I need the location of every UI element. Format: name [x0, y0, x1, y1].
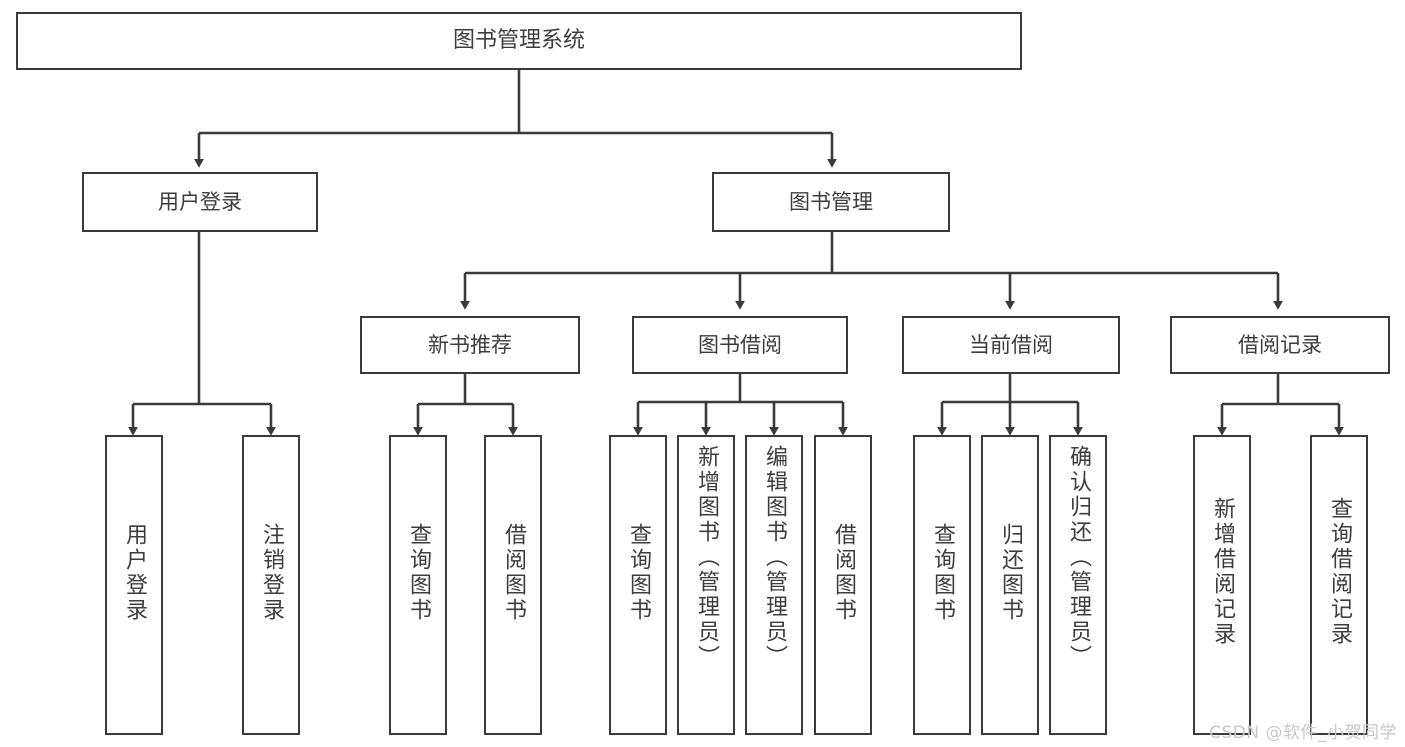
node-new-book-recommend[interactable]: 新书推荐	[360, 316, 580, 374]
node-label: 用户登录	[122, 523, 147, 623]
node-label: 图书管理系统	[452, 27, 585, 53]
node-label: 查询图书	[406, 523, 431, 623]
node-leaf-user-login-login[interactable]: 用户登录	[105, 435, 163, 735]
node-user-login[interactable]: 用户登录	[82, 172, 318, 232]
node-label: 查询图书	[930, 523, 955, 623]
node-label: 新增借阅记录	[1210, 497, 1235, 647]
node-label: 查询图书	[626, 523, 651, 623]
node-leaf-new-book-query[interactable]: 查询图书	[389, 435, 447, 735]
node-label: 归还图书	[998, 523, 1023, 623]
node-label: 图书借阅	[698, 332, 782, 357]
node-label: 借阅图书	[501, 523, 526, 623]
node-leaf-borrow-record-add[interactable]: 新增借阅记录	[1193, 435, 1251, 735]
node-book-borrow[interactable]: 图书借阅	[632, 316, 848, 374]
node-leaf-current-borrow-return[interactable]: 归还图书	[981, 435, 1039, 735]
node-label: 借阅记录	[1238, 332, 1322, 357]
node-label: 图书管理	[789, 189, 873, 214]
node-label: 查询借阅记录	[1327, 497, 1352, 647]
node-leaf-user-login-logout[interactable]: 注销登录	[242, 435, 300, 735]
node-label: 用户登录	[158, 189, 242, 214]
node-label: 借阅图书	[831, 523, 856, 623]
node-leaf-current-borrow-query[interactable]: 查询图书	[913, 435, 971, 735]
watermark-text: CSDN @软件_小贺同学	[1209, 723, 1397, 743]
node-root-system[interactable]: 图书管理系统	[16, 12, 1022, 70]
node-label: 新书推荐	[428, 332, 512, 357]
node-book-management[interactable]: 图书管理	[712, 172, 950, 232]
node-leaf-book-borrow-query[interactable]: 查询图书	[609, 435, 667, 735]
node-leaf-book-borrow-borrow[interactable]: 借阅图书	[814, 435, 872, 735]
node-label: 注销登录	[259, 523, 284, 623]
node-label: 当前借阅	[969, 332, 1053, 357]
node-leaf-current-borrow-confirm[interactable]: 确认归还（管理员）	[1049, 435, 1107, 735]
node-current-borrow[interactable]: 当前借阅	[902, 316, 1120, 374]
node-leaf-new-book-borrow[interactable]: 借阅图书	[484, 435, 542, 735]
node-leaf-book-borrow-add[interactable]: 新增图书（管理员）	[677, 435, 735, 735]
node-label: 新增图书（管理员）	[694, 445, 719, 670]
node-leaf-book-borrow-edit[interactable]: 编辑图书（管理员）	[745, 435, 803, 735]
node-borrow-record[interactable]: 借阅记录	[1170, 316, 1390, 374]
node-label: 确认归还（管理员）	[1066, 445, 1091, 670]
node-leaf-borrow-record-query[interactable]: 查询借阅记录	[1310, 435, 1368, 735]
node-label: 编辑图书（管理员）	[762, 445, 787, 670]
